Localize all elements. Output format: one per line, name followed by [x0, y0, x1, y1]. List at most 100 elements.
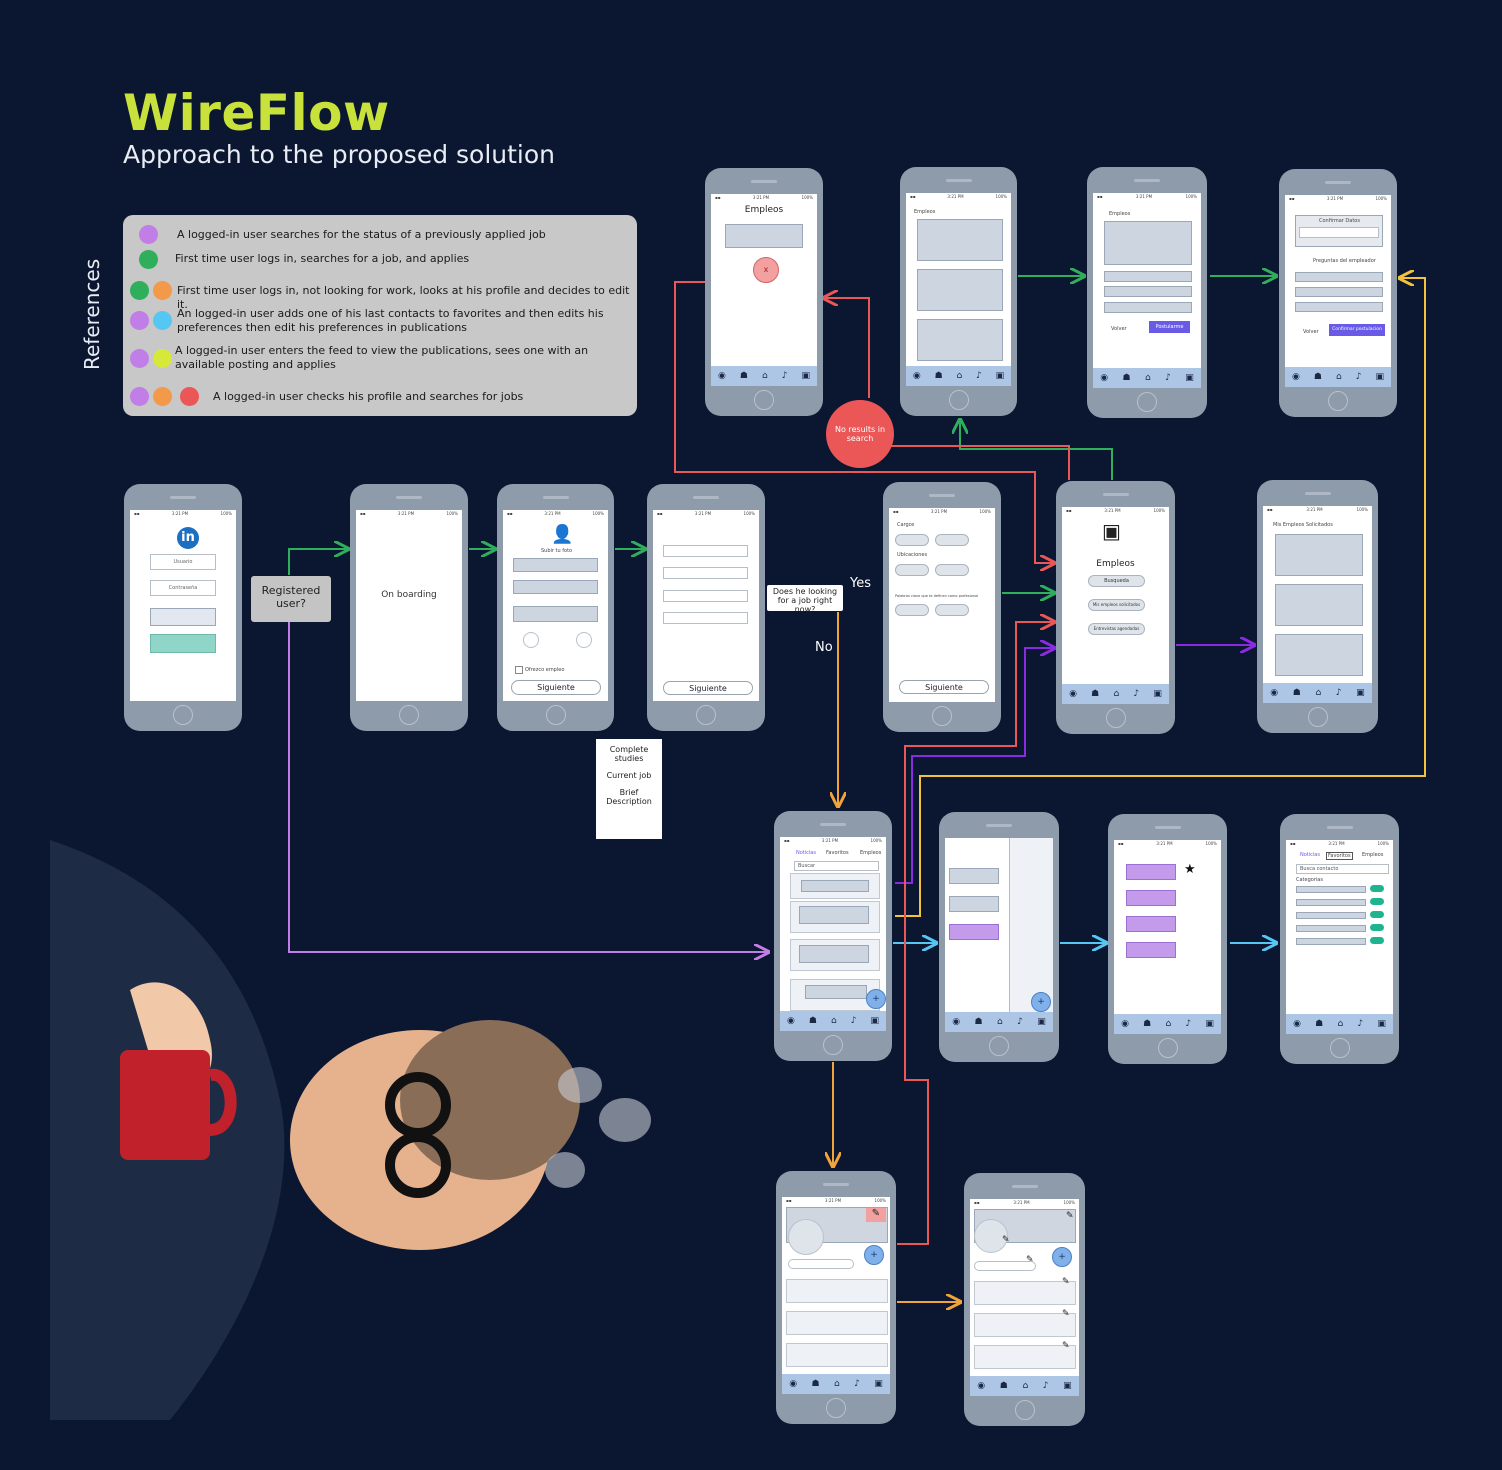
contacts-icon[interactable]: ☗ — [1315, 1019, 1324, 1029]
login-secondary-button[interactable] — [150, 608, 216, 626]
contacts-icon[interactable]: ☗ — [739, 371, 748, 381]
category-toggle[interactable] — [1370, 911, 1384, 918]
question-row[interactable] — [1295, 272, 1383, 282]
profile-icon[interactable]: ◉ — [952, 1017, 961, 1027]
star-icon[interactable]: ★ — [1184, 862, 1196, 877]
field[interactable] — [663, 567, 748, 579]
profile-icon[interactable]: ◉ — [1270, 688, 1279, 698]
profile-section[interactable] — [786, 1343, 888, 1367]
bell-icon[interactable]: ♪ — [976, 371, 982, 381]
briefcase-icon[interactable]: ▣ — [1356, 688, 1365, 698]
tab-news[interactable]: Noticias — [796, 850, 816, 856]
contact-row[interactable] — [949, 868, 999, 884]
briefcase-icon[interactable]: ▣ — [1375, 372, 1384, 382]
interviews-button[interactable]: Entrevistas agendadas — [1088, 623, 1145, 635]
profile-icon[interactable]: ◉ — [789, 1379, 798, 1389]
contacts-icon[interactable]: ☗ — [808, 1016, 817, 1026]
home-icon[interactable]: ⌂ — [761, 371, 768, 381]
my-applications-button[interactable]: Mis empleos solicitados — [1088, 599, 1145, 611]
confirm-application-button[interactable]: Confirmar postulacion — [1329, 324, 1385, 336]
user-photo-icon[interactable]: 👤 — [551, 524, 574, 545]
category-toggle[interactable] — [1370, 924, 1384, 931]
apply-button[interactable]: Postularme — [1149, 321, 1190, 333]
contact-row-selected[interactable] — [949, 924, 999, 940]
favorite-contact[interactable] — [1126, 890, 1176, 906]
post-card[interactable] — [790, 873, 880, 899]
back-link[interactable]: Volver — [1303, 329, 1319, 335]
contacts-icon[interactable]: ☗ — [1091, 689, 1100, 699]
application-card[interactable] — [1275, 534, 1363, 576]
profile-section[interactable] — [974, 1313, 1076, 1337]
profile-section[interactable] — [786, 1279, 888, 1303]
bell-icon[interactable]: ♪ — [1017, 1017, 1023, 1027]
search-card[interactable] — [725, 224, 803, 248]
briefcase-icon[interactable]: ▣ — [1063, 1381, 1072, 1391]
tab-favorites[interactable]: Favoritos — [826, 850, 849, 856]
field[interactable] — [513, 580, 598, 594]
home-icon[interactable]: ⌂ — [1022, 1381, 1029, 1391]
edit-pencil-icon[interactable]: ✎ — [866, 1208, 886, 1222]
field[interactable] — [663, 545, 748, 557]
home-icon[interactable]: ⌂ — [996, 1017, 1003, 1027]
home-icon[interactable]: ⌂ — [1144, 373, 1151, 383]
job-card[interactable] — [917, 269, 1003, 311]
position-chip[interactable] — [895, 534, 929, 546]
bell-icon[interactable]: ♪ — [1165, 373, 1171, 383]
edit-pencil-icon[interactable]: ✎ — [1062, 1277, 1070, 1287]
profile-icon[interactable]: ◉ — [912, 371, 921, 381]
briefcase-icon[interactable]: ▣ — [1037, 1017, 1046, 1027]
offer-job-checkbox[interactable] — [515, 666, 523, 674]
bell-icon[interactable]: ♪ — [850, 1016, 857, 1026]
home-icon[interactable]: ⌂ — [1337, 1019, 1344, 1029]
bell-icon[interactable]: ♪ — [1335, 688, 1342, 698]
home-icon[interactable]: ⌂ — [1335, 372, 1342, 382]
contacts-icon[interactable]: ☗ — [811, 1379, 820, 1389]
contacts-icon[interactable]: ☗ — [1313, 372, 1322, 382]
tab-news[interactable]: Noticias — [1300, 852, 1320, 858]
bell-icon[interactable]: ♪ — [854, 1379, 860, 1389]
post-card[interactable] — [790, 939, 880, 971]
field[interactable] — [663, 590, 748, 602]
question-row[interactable] — [1295, 287, 1383, 297]
tab-jobs[interactable]: Empleos — [860, 850, 882, 856]
edit-pencil-icon[interactable]: ✎ — [1062, 1341, 1070, 1351]
profile-section[interactable] — [786, 1311, 888, 1335]
field[interactable] — [663, 612, 748, 624]
location-chip[interactable] — [935, 564, 969, 576]
briefcase-icon[interactable]: ▣ — [870, 1016, 879, 1026]
post-card[interactable] — [790, 901, 880, 933]
contacts-icon[interactable]: ☗ — [999, 1381, 1008, 1391]
profile-icon[interactable]: ◉ — [1293, 1019, 1301, 1029]
profile-icon[interactable]: ◉ — [718, 371, 726, 381]
next-button[interactable]: Siguiente — [663, 681, 753, 695]
bell-icon[interactable]: ♪ — [1355, 372, 1362, 382]
home-icon[interactable]: ⌂ — [1113, 689, 1120, 699]
bell-icon[interactable]: ♪ — [1357, 1019, 1364, 1029]
briefcase-icon[interactable]: ▣ — [1185, 373, 1194, 383]
application-card[interactable] — [1275, 634, 1363, 676]
add-icon[interactable]: + — [866, 989, 886, 1009]
category-toggle[interactable] — [1370, 898, 1384, 905]
tab-favorites[interactable]: Favoritos — [1326, 852, 1353, 860]
contacts-icon[interactable]: ☗ — [1292, 688, 1301, 698]
edit-pencil-icon[interactable]: ✎ — [1026, 1255, 1034, 1265]
profile-icon[interactable]: ◉ — [1069, 689, 1077, 699]
next-button[interactable]: Siguiente — [511, 680, 601, 695]
login-button[interactable] — [150, 634, 216, 653]
briefcase-icon[interactable]: ▣ — [1205, 1019, 1214, 1029]
avatar[interactable] — [974, 1219, 1008, 1253]
search-contact-input[interactable]: Busca contacto — [1296, 864, 1389, 874]
contacts-icon[interactable]: ☗ — [1122, 373, 1131, 383]
briefcase-icon[interactable]: ▣ — [874, 1379, 883, 1389]
home-icon[interactable]: ⌂ — [956, 371, 963, 381]
keyword-chip[interactable] — [935, 604, 969, 616]
position-chip[interactable] — [935, 534, 969, 546]
job-card[interactable] — [917, 219, 1003, 261]
home-icon[interactable]: ⌂ — [1165, 1019, 1172, 1029]
profile-icon[interactable]: ◉ — [787, 1016, 795, 1026]
home-icon[interactable]: ⌂ — [830, 1016, 837, 1026]
post-card[interactable] — [790, 979, 880, 1011]
home-icon[interactable]: ⌂ — [833, 1379, 840, 1389]
add-icon[interactable]: + — [1031, 992, 1051, 1012]
briefcase-icon[interactable]: ▣ — [995, 371, 1005, 381]
